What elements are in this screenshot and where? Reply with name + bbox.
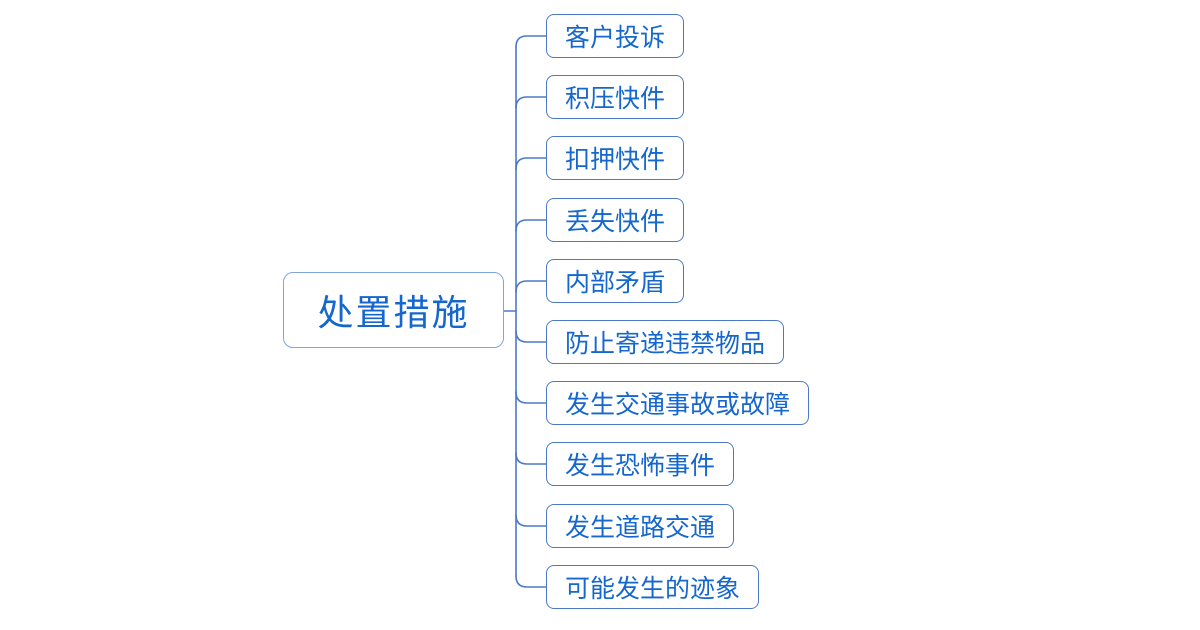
node-internal-conflict[interactable]: 内部矛盾 — [546, 259, 685, 303]
node-label: 客户投诉 — [565, 25, 666, 52]
node-customer-complaints[interactable]: 客户投诉 — [546, 14, 685, 58]
node-label: 可能发生的迹象 — [565, 576, 741, 603]
root-node-disposal-measures[interactable]: 处置措施 — [283, 272, 504, 348]
node-label: 丢失快件 — [565, 209, 666, 236]
node-label: 发生道路交通 — [565, 515, 716, 542]
branch-line — [515, 452, 547, 465]
node-label: 防止寄递违禁物品 — [565, 331, 766, 358]
node-label: 内部矛盾 — [565, 270, 666, 297]
branch-line — [515, 391, 547, 404]
node-label: 扣押快件 — [565, 147, 666, 174]
node-label: 发生交通事故或故障 — [565, 392, 791, 419]
node-label: 发生恐怖事件 — [565, 453, 716, 480]
branch-line — [515, 575, 547, 588]
branch-line — [515, 219, 547, 232]
node-possible-warning-signs[interactable]: 可能发生的迹象 — [546, 565, 760, 609]
node-road-traffic[interactable]: 发生道路交通 — [546, 504, 735, 548]
branch-line — [515, 35, 547, 48]
node-backlogged-parcels[interactable]: 积压快件 — [546, 75, 685, 119]
branch-line — [515, 157, 547, 170]
node-detained-parcels[interactable]: 扣押快件 — [546, 136, 685, 180]
node-traffic-accident-or-breakdown[interactable]: 发生交通事故或故障 — [546, 381, 810, 425]
branch-line — [515, 96, 547, 109]
branch-line — [515, 514, 547, 527]
node-label: 积压快件 — [565, 86, 666, 113]
root-node-label: 处置措施 — [317, 293, 470, 333]
branch-line — [515, 330, 547, 343]
node-terrorist-incident[interactable]: 发生恐怖事件 — [546, 442, 735, 486]
node-prevent-prohibited-items[interactable]: 防止寄递违禁物品 — [546, 320, 785, 364]
node-lost-parcels[interactable]: 丢失快件 — [546, 198, 685, 242]
branch-line — [515, 280, 547, 293]
